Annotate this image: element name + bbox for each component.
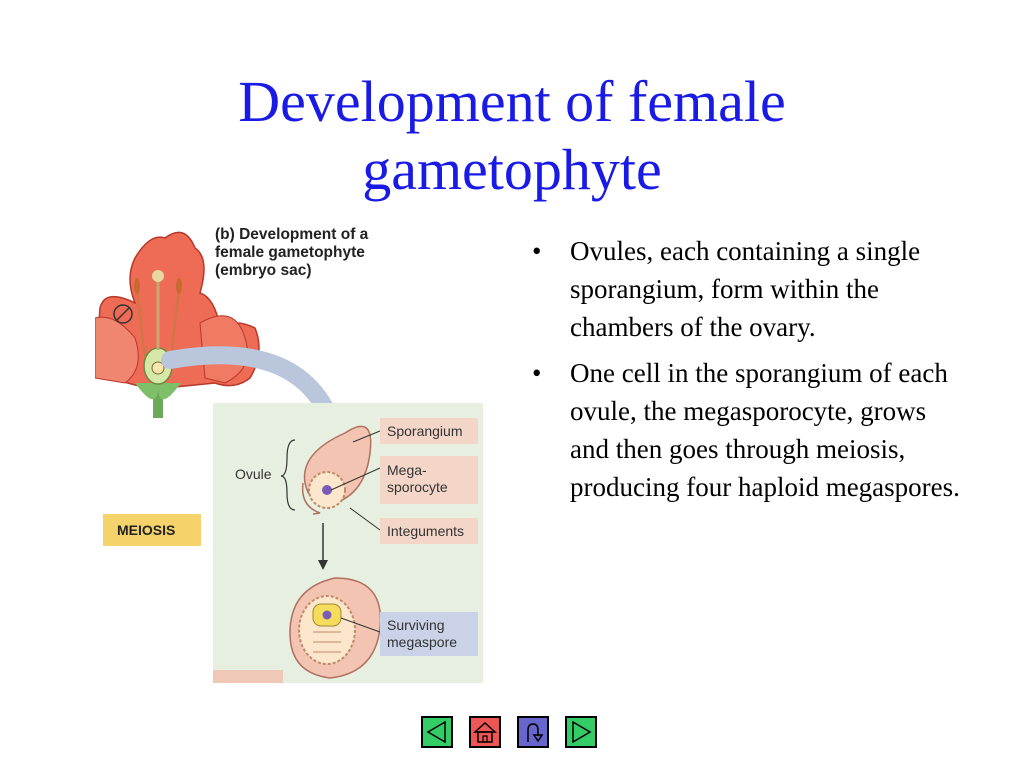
bullet-text-2: One cell in the sporangium of each ovule… (570, 358, 960, 502)
slide-title-line-2: gametophyte (362, 137, 662, 202)
slide-title-line-1: Development of female (238, 69, 786, 134)
bullet-marker: • (532, 236, 542, 266)
meiosis-label: MEIOSIS (117, 522, 176, 538)
left-arrow-icon (426, 720, 446, 744)
megasporocyte-label-line-1: Mega- (387, 462, 427, 478)
slide-title: Development of female gametophyte (0, 68, 1024, 204)
home-icon (473, 721, 497, 743)
megasporocyte-label-line-2: sporocyte (387, 479, 448, 495)
figure-caption-line-1: (b) Development of a (215, 226, 369, 243)
figure-caption: (b) Development of a female gametophyte … (215, 226, 445, 280)
figure-caption-line-2: female gametophyte (215, 244, 365, 261)
right-arrow-icon (572, 720, 592, 744)
megasporocyte-label: Mega- sporocyte (387, 462, 448, 496)
home-button[interactable] (469, 716, 501, 748)
ovule-development-figure: (b) Development of a female gametophyte … (95, 218, 487, 688)
surviving-megaspore-label-line-1: Surviving (387, 617, 445, 633)
bullet-marker: • (532, 358, 542, 388)
next-slide-button[interactable] (565, 716, 597, 748)
u-turn-icon (527, 723, 544, 743)
figure-caption-line-3: (embryo sac) (215, 262, 312, 279)
bullet-item-2: • One cell in the sporangium of each ovu… (530, 354, 970, 506)
ovule-after-meiosis (289, 577, 382, 679)
surviving-megaspore-label-line-2: megaspore (387, 634, 458, 650)
figure-illustration (95, 231, 483, 683)
bullet-item-1: • Ovules, each containing a single spora… (530, 232, 970, 346)
surviving-megaspore-label: Surviving megaspore (387, 617, 457, 651)
integuments-label: Integuments (387, 523, 465, 539)
bullet-text-1: Ovules, each containing a single sporang… (570, 236, 921, 342)
bullet-list: • Ovules, each containing a single spora… (530, 232, 970, 514)
prev-slide-button[interactable] (421, 716, 453, 748)
ovule-before-meiosis (301, 425, 372, 515)
return-button[interactable] (517, 716, 549, 748)
ovule-label: Ovule (235, 466, 272, 482)
sporangium-label: Sporangium (387, 423, 463, 439)
meiosis-label-box (103, 514, 201, 546)
